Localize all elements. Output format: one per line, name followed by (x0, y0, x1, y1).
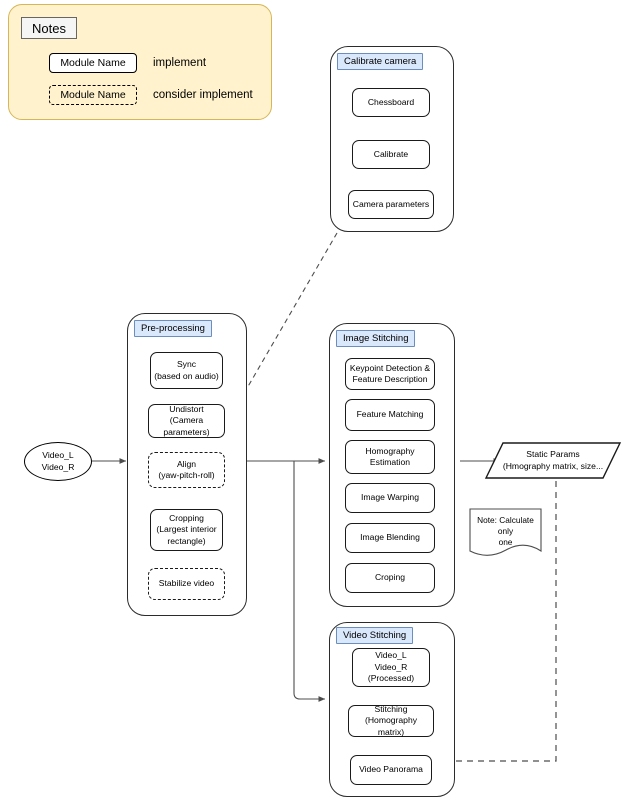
legend-chip-solid: Module Name (49, 53, 137, 73)
node-croping[interactable]: Croping (345, 563, 435, 593)
static-params-node[interactable]: Static Params (Hmography matrix, size... (486, 443, 620, 478)
node-sync[interactable]: Sync (based on audio) (150, 352, 223, 389)
note-calculate-only-one: Note: Calculate only one (470, 509, 541, 559)
notes-title: Notes (21, 17, 77, 39)
node-camera-parameters[interactable]: Camera parameters (348, 190, 434, 219)
notes-panel: Notes Module Name implement Module Name … (8, 4, 272, 120)
node-video-processed[interactable]: Video_L Video_R (Processed) (352, 648, 430, 687)
node-cropping[interactable]: Cropping (Largest interior rectangle) (150, 509, 223, 551)
node-homography-estimation[interactable]: Homography Estimation (345, 440, 435, 474)
node-undistort[interactable]: Undistort (Camera parameters) (148, 404, 225, 438)
node-stabilize-video[interactable]: Stabilize video (148, 568, 225, 600)
node-keypoint-detection[interactable]: Keypoint Detection & Feature Description (345, 358, 435, 390)
node-image-warping[interactable]: Image Warping (345, 483, 435, 513)
node-video-panorama[interactable]: Video Panorama (350, 755, 432, 785)
node-calibrate[interactable]: Calibrate (352, 140, 430, 169)
group-label-video-stitching: Video Stitching (336, 627, 414, 644)
node-stitching[interactable]: Stitching (Homography matrix) (348, 704, 434, 737)
edge-preprocessing-to-video-stitching (293, 461, 326, 702)
legend-row-consider-implement: Module Name consider implement (49, 85, 253, 105)
note-label: Note: Calculate only one (477, 515, 534, 548)
node-chessboard[interactable]: Chessboard (352, 88, 430, 117)
node-feature-matching[interactable]: Feature Matching (345, 399, 435, 431)
legend-chip-dashed: Module Name (49, 85, 137, 105)
legend-meaning-consider-implement: consider implement (153, 89, 253, 101)
input-video-terminator[interactable]: Video_L Video_R (24, 442, 92, 481)
legend-meaning-implement: implement (153, 57, 207, 69)
node-image-blending[interactable]: Image Blending (345, 523, 435, 553)
group-label-pre-processing: Pre-processing (134, 320, 212, 337)
legend-row-implement: Module Name implement (49, 53, 206, 73)
group-label-calibrate-camera: Calibrate camera (337, 53, 424, 70)
static-params-label: Static Params (Hmography matrix, size... (502, 448, 604, 471)
node-align[interactable]: Align (yaw-pitch-roll) (148, 452, 225, 488)
group-label-image-stitching: Image Stitching (336, 330, 416, 347)
